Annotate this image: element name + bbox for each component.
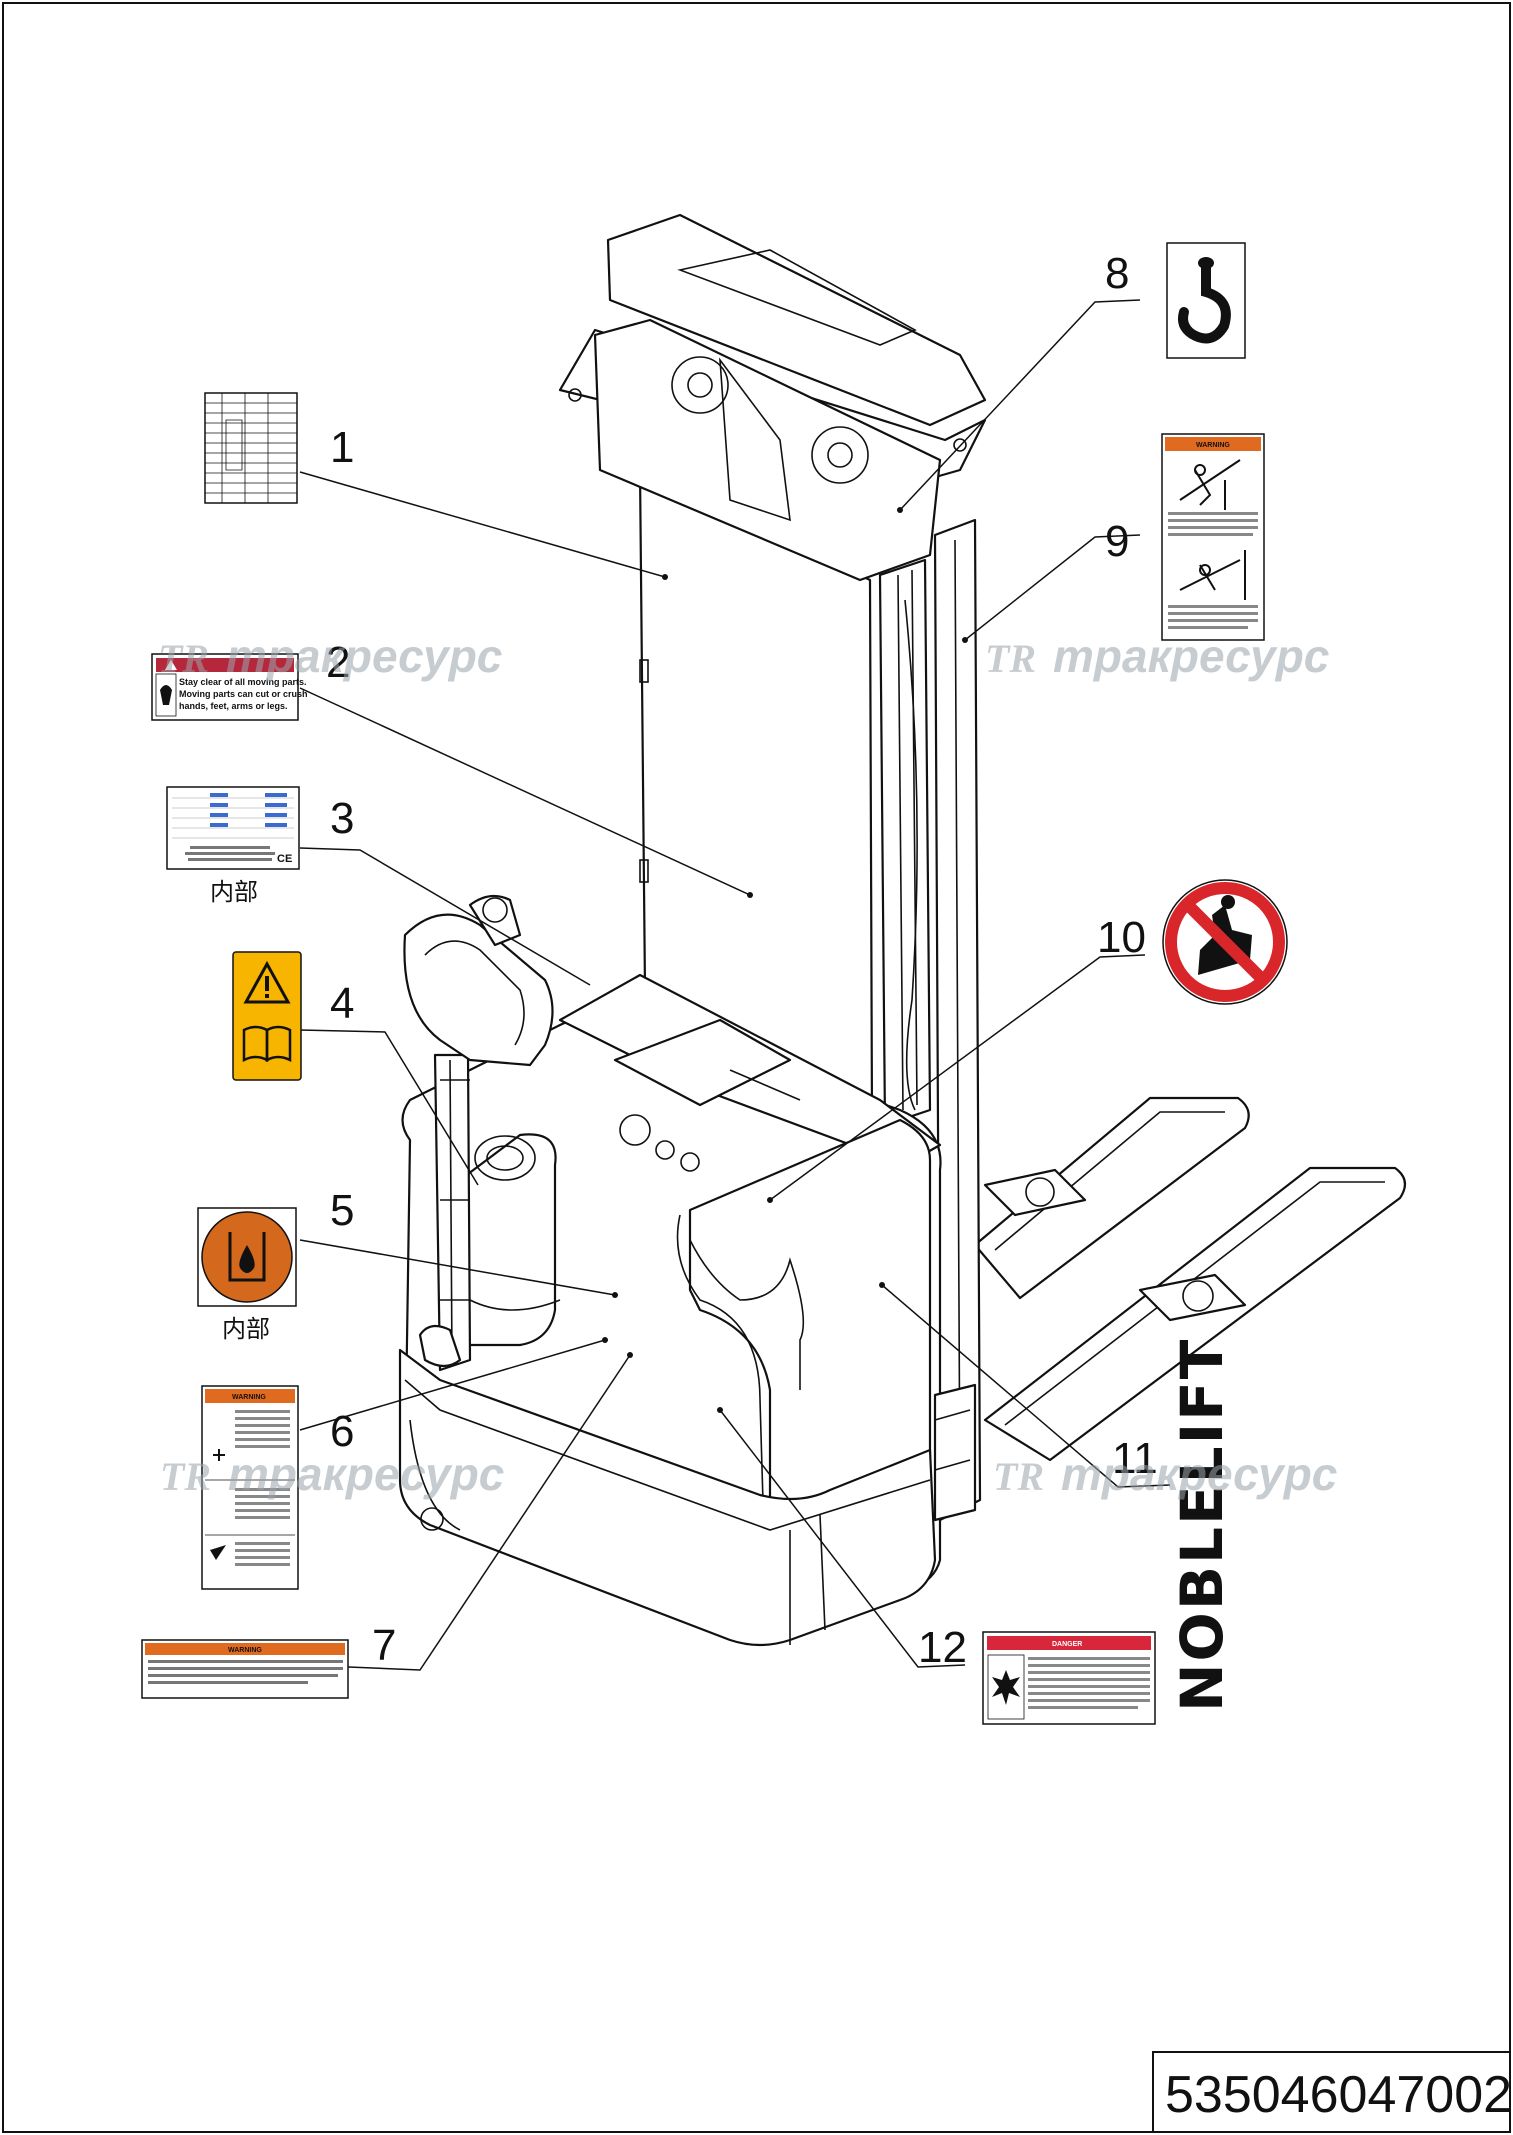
label-5-inner-note: 内部	[222, 1315, 270, 1343]
svg-text:тракресурс: тракресурс	[228, 1448, 504, 1500]
leader-3	[299, 847, 591, 986]
label-3-inner-note: 内部	[210, 878, 258, 906]
ce-mark-icon: CE	[277, 853, 292, 865]
mast-top-head	[558, 213, 987, 582]
callout-numbers: 1 2 3 4 5 6 7 8 9 10 11 12	[326, 249, 1158, 1672]
callout-3: 3	[330, 794, 354, 843]
falling-load-icon	[1179, 550, 1246, 600]
label-8-lifting-point	[1166, 242, 1246, 359]
crush-person-icon	[1179, 459, 1241, 510]
callout-2: 2	[326, 638, 350, 687]
leader-10	[769, 954, 1146, 1201]
oil-drop-icon	[228, 1232, 266, 1282]
svg-text:TR: TR	[993, 1454, 1044, 1499]
caution-line-2: Moving parts can cut or crush	[179, 689, 308, 699]
label-12-header: DANGER	[1052, 1641, 1082, 1648]
document-number-box: 535046047002	[1152, 2051, 1512, 2133]
callout-9: 9	[1105, 517, 1129, 566]
callout-12: 12	[918, 1623, 967, 1672]
fork-upper	[973, 1096, 1250, 1300]
watermark-top-right: TR тракресурс	[985, 630, 1329, 682]
noblelift-brand-logo: NOBLELIFT	[1168, 1338, 1236, 1712]
fork-lower	[983, 1166, 1407, 1462]
tiller-arm	[403, 894, 554, 1372]
label-7-header: WARNING	[228, 1647, 262, 1654]
callout-7: 7	[372, 1621, 396, 1670]
caution-line-3: hands, feet, arms or legs.	[179, 701, 288, 711]
leader-2	[299, 687, 751, 896]
svg-text:тракресурс: тракресурс	[1053, 630, 1329, 682]
svg-text:TR: TR	[160, 1454, 211, 1499]
label-2-caution-moving-parts: Stay clear of all moving parts. Moving p…	[151, 653, 308, 721]
document-number: 535046047002	[1165, 2066, 1512, 2124]
watermark-top-left: TR тракресурс	[158, 630, 502, 682]
svg-text:TR: TR	[158, 636, 209, 681]
label-3-nameplate: CE 内部	[166, 786, 300, 906]
leader-11	[881, 1284, 1171, 1488]
stacker-body	[398, 973, 942, 1647]
callout-4: 4	[330, 979, 354, 1028]
callout-5: 5	[330, 1186, 354, 1235]
leader-12	[719, 1409, 966, 1668]
label-7-electrical-warning: WARNING	[141, 1639, 349, 1699]
caution-triangle-icon	[165, 660, 177, 670]
crush-hand-icon	[160, 685, 172, 705]
svg-text:TR: TR	[985, 636, 1036, 681]
mast-inner-channel	[878, 558, 932, 1127]
label-9-header: WARNING	[1196, 442, 1230, 449]
callout-11: 11	[1112, 1434, 1158, 1483]
callout-10: 10	[1097, 913, 1146, 962]
leader-4	[299, 1029, 479, 1186]
label-10-no-riding	[1162, 879, 1288, 1005]
label-12-danger-battery: DANGER	[982, 1631, 1156, 1725]
watermark-bottom-left: TR тракресурс	[160, 1448, 504, 1500]
leader-lines	[299, 299, 1171, 1671]
leader-6	[299, 1339, 606, 1431]
warning-triangle-icon	[243, 960, 291, 1004]
caution-line-1: Stay clear of all moving parts.	[179, 677, 307, 687]
pallet-stacker-drawing	[398, 213, 1407, 1647]
callout-1: 1	[330, 423, 354, 472]
leader-8	[899, 299, 1141, 511]
leader-5	[299, 1239, 616, 1296]
label-9-mast-warning: WARNING	[1161, 433, 1265, 641]
label-5-hydraulic-oil: 内部	[197, 1207, 297, 1343]
callout-8: 8	[1105, 249, 1129, 298]
callout-6: 6	[330, 1407, 354, 1456]
label-6-header: WARNING	[232, 1394, 266, 1401]
svg-text:тракресурс: тракресурс	[1061, 1448, 1337, 1500]
label-4-read-manual	[232, 951, 302, 1081]
manual-book-icon	[242, 1025, 292, 1063]
svg-text:тракресурс: тракресурс	[226, 630, 502, 682]
leader-1	[299, 471, 666, 578]
watermark-bottom-right: TR тракресурс	[993, 1448, 1337, 1500]
explosion-icon	[992, 1670, 1020, 1705]
hook-icon	[1178, 257, 1231, 344]
label-6-operator-warning: WARNING	[201, 1385, 299, 1590]
label-1-capacity-table	[204, 392, 298, 504]
leader-9	[964, 534, 1141, 641]
